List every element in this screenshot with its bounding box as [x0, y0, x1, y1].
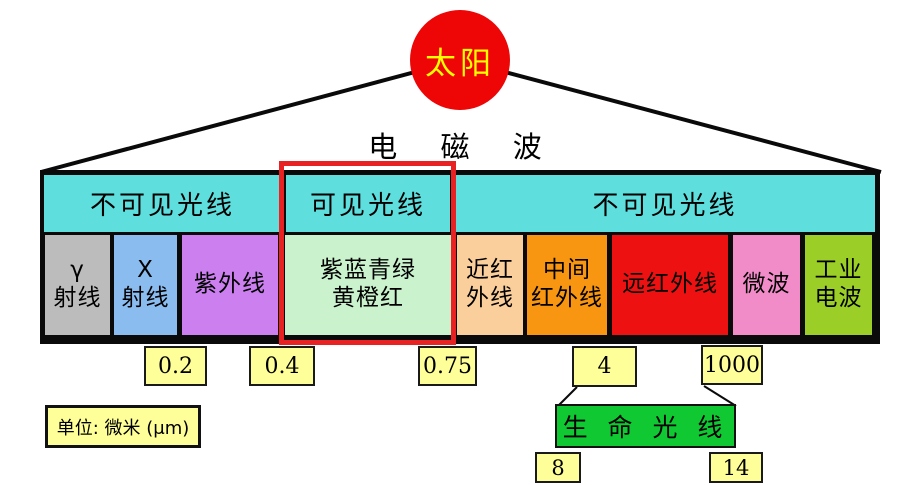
- sun-left-ray-line: [40, 58, 461, 174]
- sun-right-ray-line: [459, 58, 882, 174]
- wavelength-label-4: 4: [572, 346, 637, 387]
- diagram-title: 电 磁 波: [368, 130, 559, 164]
- header-label: 不可见光线: [592, 191, 738, 221]
- label-1000-connector-line: [703, 385, 737, 407]
- header-label: 可见光线: [309, 191, 426, 221]
- sun-label: 太阳: [425, 45, 495, 82]
- block-industrial-wave: 工业 电波: [805, 235, 872, 335]
- header-label: 不可见光线: [89, 191, 235, 221]
- wavelength-label-0.75: 0.75: [418, 346, 477, 386]
- wavelength-label-1000: 1000: [701, 345, 763, 385]
- header-invisible-right: 不可见光线: [455, 175, 875, 232]
- block-visible-light: 紫蓝青绿 黄橙红: [285, 235, 451, 335]
- block-microwave: 微波: [733, 235, 800, 335]
- block-far-infrared: 远红外线: [612, 235, 728, 335]
- spectrum-bar: 不可见光线 可见光线 不可见光线 γ 射线 X 射线 紫外线 紫蓝青绿 黄橙红 …: [40, 170, 880, 344]
- wavelength-label-0.4: 0.4: [249, 346, 315, 386]
- life-rays-range-high: 14: [709, 452, 763, 483]
- block-near-infrared: 近红 外线: [457, 235, 523, 335]
- wavelength-label-0.2: 0.2: [144, 346, 207, 386]
- header-visible: 可见光线: [286, 175, 450, 232]
- unit-label-box: 单位: 微米 (μm): [45, 405, 201, 448]
- life-rays-range-low: 8: [535, 452, 581, 483]
- block-ultraviolet: 紫外线: [182, 235, 278, 335]
- label-4-connector-line: [557, 386, 578, 407]
- sun-circle: 太阳: [410, 10, 510, 110]
- life-rays-box: 生 命 光 线: [555, 404, 736, 448]
- block-middle-infrared: 中间 红外线: [527, 235, 607, 335]
- block-gamma-ray: γ 射线: [45, 235, 110, 335]
- block-x-ray: X 射线: [114, 235, 177, 335]
- header-invisible-left: 不可见光线: [44, 175, 281, 232]
